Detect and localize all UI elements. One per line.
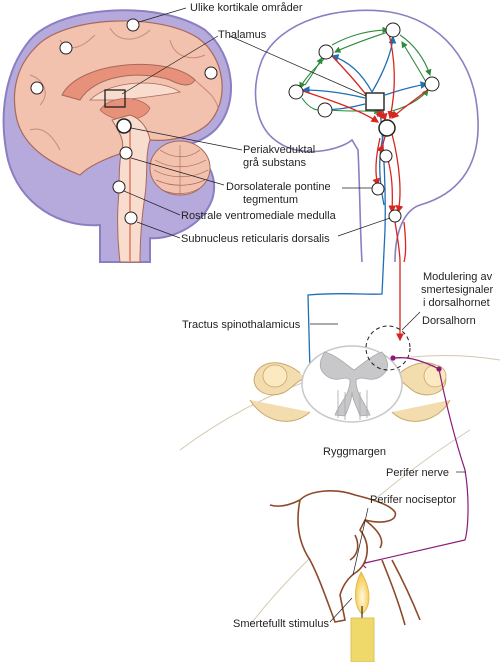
label-thalamus: Thalamus bbox=[218, 29, 267, 41]
spinal-segment bbox=[179, 325, 500, 626]
label-modulation-1: Modulering av bbox=[423, 271, 493, 283]
candle-illustration bbox=[350, 571, 375, 662]
label-rvm: Rostrale ventromediale medulla bbox=[181, 210, 337, 222]
cortical-connections bbox=[299, 26, 432, 115]
candle-body bbox=[350, 617, 375, 662]
schem-cortex-node-lower-left bbox=[317, 102, 333, 118]
schematic-brain bbox=[254, 9, 479, 263]
label-spinothalamic: Tractus spinothalamicus bbox=[182, 319, 301, 331]
cerebellum bbox=[149, 140, 211, 196]
label-peripheral-nerve: Perifer nerve bbox=[386, 467, 449, 479]
label-pag-1: Periakveduktal bbox=[243, 144, 315, 156]
rvm-circle-left bbox=[112, 180, 126, 194]
label-dlpt-1: Dorsolaterale pontine bbox=[226, 181, 331, 193]
label-pag-2: grå substans bbox=[243, 157, 306, 169]
schem-cortex-node-right bbox=[424, 76, 440, 92]
schematic-brain-outline bbox=[254, 9, 479, 263]
label-dlpt-2: tegmentum bbox=[243, 194, 298, 206]
schem-srd-circle bbox=[388, 209, 402, 223]
schem-rvm-circle bbox=[371, 182, 385, 196]
schem-thalamus-box bbox=[365, 92, 385, 111]
label-cortical-areas: Ulike kortikale områder bbox=[190, 2, 303, 14]
srd-circle-left bbox=[124, 211, 138, 225]
label-spinal-cord: Ryggmargen bbox=[323, 446, 386, 458]
leader-lines bbox=[121, 7, 466, 623]
pag-circle-left bbox=[116, 118, 132, 134]
dlpt-circle-left bbox=[119, 146, 133, 160]
schem-cortex-node-upper-left bbox=[318, 44, 334, 60]
descending-pathways bbox=[299, 29, 431, 342]
schem-cortex-node-left bbox=[288, 84, 304, 100]
label-modulation-2: smertesignaler bbox=[421, 284, 493, 296]
cortex-node-2 bbox=[59, 41, 73, 55]
dorsal-horn-modulation-circle bbox=[365, 325, 411, 371]
labels: Ulike kortikale områder Thalamus Periakv… bbox=[181, 2, 493, 630]
corpus-callosum bbox=[61, 63, 196, 101]
label-modulation-3: i dorsalhornet bbox=[423, 297, 490, 309]
ascending-pathways bbox=[301, 35, 429, 374]
sagittal-brain bbox=[2, 9, 232, 263]
label-nociceptor: Perifer nociseptor bbox=[370, 494, 457, 506]
thalamus-box-left bbox=[104, 89, 126, 108]
schem-pag-circle bbox=[378, 119, 396, 137]
cortex-node-1 bbox=[126, 18, 140, 32]
cortex-node-3 bbox=[30, 81, 44, 95]
schem-cortex-node-top bbox=[385, 22, 401, 38]
label-srd: Subnucleus reticularis dorsalis bbox=[181, 233, 330, 245]
label-stimulus: Smertefullt stimulus bbox=[233, 618, 329, 630]
label-dorsal-horn: Dorsalhorn bbox=[422, 315, 476, 327]
cortex-node-4 bbox=[204, 66, 218, 80]
schem-dlpt-circle bbox=[379, 149, 393, 163]
hand-illustration bbox=[269, 490, 421, 626]
